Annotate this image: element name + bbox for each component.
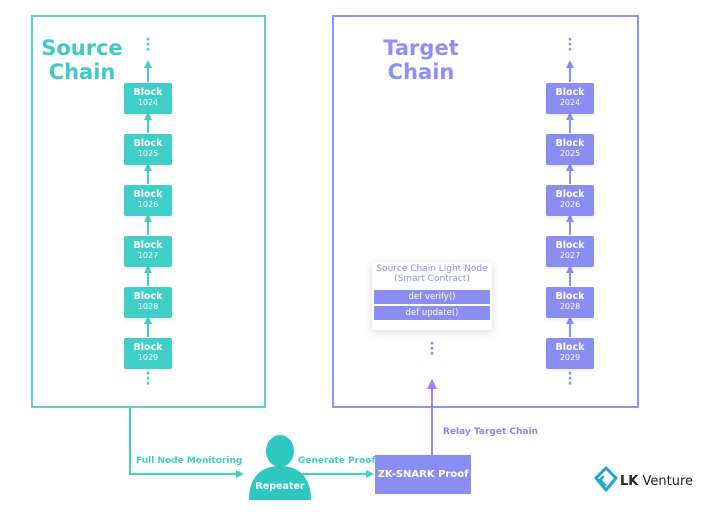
target-block: Block 2027 [546, 236, 594, 267]
block-label: Block [555, 240, 585, 251]
block-label: Block [133, 342, 163, 353]
block-number: 1026 [137, 200, 159, 209]
block-number: 2025 [559, 149, 581, 158]
source-chain-bottom-ellipsis: ··· [145, 366, 151, 392]
block-label: Block [133, 189, 163, 200]
target-block: Block 2025 [546, 134, 594, 165]
target-chain-title: Target Chain [378, 36, 464, 84]
block-number: 1028 [137, 302, 159, 311]
source-chain-top-ellipsis: ··· [145, 32, 151, 58]
target-chain-bottom-ellipsis: ··· [567, 366, 573, 392]
block-label: Block [555, 138, 585, 149]
source-block: Block 1029 [124, 338, 172, 369]
source-chain-panel [31, 15, 266, 408]
target-chain-title-line2: Chain [387, 60, 455, 84]
block-number: 1029 [137, 353, 159, 362]
full-node-monitoring-label: Full Node Monitoring [136, 456, 243, 466]
source-chain-title-line2: Chain [48, 60, 116, 84]
block-number: 2026 [559, 200, 581, 209]
source-block: Block 1025 [124, 134, 172, 165]
light-node-title: Source Chain Light Node (Smart Contract) [372, 262, 492, 290]
target-block: Block 2024 [546, 83, 594, 114]
repeater-label: Repeater [255, 481, 305, 492]
block-label: Block [133, 240, 163, 251]
block-label: Block [555, 342, 585, 353]
lk-logo-icon [594, 466, 618, 492]
method-update: def update() [374, 306, 490, 320]
target-block: Block 2029 [546, 338, 594, 369]
target-block: Block 2028 [546, 287, 594, 318]
block-label: Block [555, 291, 585, 302]
block-label: Block [133, 87, 163, 98]
target-chain-panel [332, 15, 639, 408]
source-block: Block 1027 [124, 236, 172, 267]
block-number: 1025 [137, 149, 159, 158]
logo-brand: LK [620, 474, 639, 489]
block-number: 2029 [559, 353, 581, 362]
block-number: 2024 [559, 98, 581, 107]
block-label: Block [133, 291, 163, 302]
target-chain-top-ellipsis: ··· [567, 32, 573, 58]
generate-proof-label: Generate Proof [298, 456, 376, 466]
full-node-monitoring-arrow [129, 408, 244, 478]
repeater-person-icon [249, 435, 311, 500]
method-verify: def verify() [374, 290, 490, 304]
source-block: Block 1026 [124, 185, 172, 216]
light-node-title-line2: (Smart Contract) [394, 274, 470, 284]
light-node-title-line1: Source Chain Light Node [376, 264, 488, 274]
block-label: Block [555, 189, 585, 200]
source-chain-title-line1: Source [41, 36, 123, 60]
block-number: 1024 [137, 98, 159, 107]
source-chain-title: Source Chain [36, 36, 128, 84]
light-node-card: Source Chain Light Node (Smart Contract)… [372, 262, 492, 330]
source-block: Block 1024 [124, 83, 172, 114]
target-chain-title-line1: Target [383, 36, 459, 60]
block-number: 1027 [137, 251, 159, 260]
block-number: 2028 [559, 302, 581, 311]
lk-venture-logo: LK Venture [620, 474, 693, 489]
light-node-ellipsis: ··· [429, 336, 435, 362]
source-block: Block 1028 [124, 287, 172, 318]
logo-suffix: Venture [642, 474, 694, 489]
zk-snark-proof-box: ZK-SNARK Proof [375, 455, 471, 494]
relay-target-chain-label: Relay Target Chain [443, 427, 538, 437]
block-label: Block [133, 138, 163, 149]
target-block: Block 2026 [546, 185, 594, 216]
block-label: Block [555, 87, 585, 98]
block-number: 2027 [559, 251, 581, 260]
